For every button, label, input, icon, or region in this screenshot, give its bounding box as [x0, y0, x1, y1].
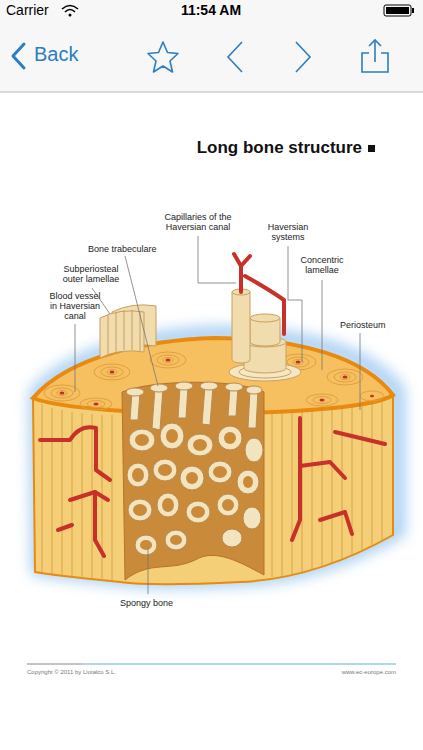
- nav-divider: [0, 92, 423, 93]
- part-label: Subperiosteal outer lamellae: [55, 264, 127, 284]
- nav-bar: [0, 0, 423, 92]
- copyright-note: Copyright © 2011 by Liotalco S.L.: [27, 669, 227, 676]
- back-chevron: [13, 44, 24, 68]
- spongy-bone-cavity: [122, 382, 264, 580]
- part-label: Haversian systems: [262, 222, 314, 242]
- part-label: Concentric lamellae: [292, 255, 352, 275]
- footer-rule: [82, 664, 396, 665]
- leader-lines: [75, 236, 360, 594]
- part-label: Capillaries of the Haversian canal: [160, 212, 236, 232]
- carrier-text: Carrier: [6, 3, 66, 19]
- website-note: www.ec-europe.com: [246, 669, 396, 676]
- part-label: Spongy bone: [120, 598, 200, 608]
- star-icon: [148, 42, 178, 72]
- part-label: Periosteum: [340, 320, 410, 330]
- share-icon: [362, 40, 388, 72]
- wifi-icon: [62, 6, 78, 17]
- part-label: Bone trabeculare: [88, 244, 178, 254]
- spongy-trabeculae: [126, 382, 263, 555]
- diagram-title: Long bone structure: [197, 138, 362, 157]
- footer-rule: [27, 664, 82, 665]
- subperiosteal-lamellae: [100, 305, 156, 358]
- blood-vessels: [40, 254, 385, 556]
- trabecular-holes: [132, 429, 253, 550]
- prev-chevron: [228, 42, 242, 72]
- next-chevron: [296, 42, 310, 72]
- battery-icon: [384, 5, 414, 16]
- clock-text: 11:54 AM: [141, 3, 281, 19]
- back-button: Back: [34, 43, 114, 65]
- haversian-system-cylinders: [229, 289, 301, 381]
- part-label: Blood vessel in Haversian canal: [45, 291, 105, 321]
- title-square: [368, 145, 375, 152]
